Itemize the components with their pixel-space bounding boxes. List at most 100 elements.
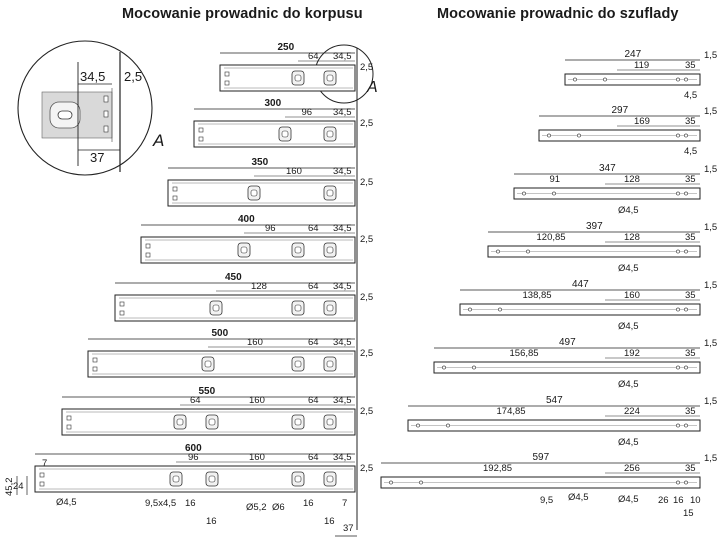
rail-hole xyxy=(684,307,688,312)
dim-spacing: 64 xyxy=(308,223,319,234)
detail-a: 34,5 2,5 37 A xyxy=(17,40,164,176)
dim-4-5: 4,5 xyxy=(684,90,697,101)
rail-total-label: 497 xyxy=(559,337,576,348)
dim-35: 35 xyxy=(685,348,696,359)
rail-length-label: 550 xyxy=(199,386,216,397)
rail-hole xyxy=(684,423,688,428)
dim-2-5: 2,5 xyxy=(360,348,373,359)
rail-hole xyxy=(676,307,680,312)
rail-hole xyxy=(676,365,680,370)
dim-slot: 9,5x4,5 xyxy=(145,498,176,509)
rail-body xyxy=(114,294,356,322)
rail-total-label: 247 xyxy=(625,49,642,60)
dim-16c: 16 xyxy=(303,498,314,509)
dim-d6: Ø6 xyxy=(272,502,285,513)
dim-35: 35 xyxy=(685,463,696,474)
rail-total-label: 347 xyxy=(599,163,616,174)
dim-hole-4-5: Ø4,5 xyxy=(618,263,639,274)
dim-spacing: 64 xyxy=(308,281,319,292)
dim-spacing: 64 xyxy=(308,395,319,406)
dim-1-5: 1,5 xyxy=(704,338,717,349)
detail-label-a: A xyxy=(152,131,164,150)
body-mount-rails: 25034,5642,530034,5962,535034,51602,5400… xyxy=(34,42,373,493)
rail-length-label: 300 xyxy=(265,98,282,109)
dim-spacing: 160 xyxy=(247,337,263,348)
rail-hole xyxy=(416,423,420,428)
dim-15: 15 xyxy=(683,508,694,519)
dim-1-5: 1,5 xyxy=(704,50,717,61)
dim-2-5: 2,5 xyxy=(360,463,373,474)
rail-hole xyxy=(684,77,688,82)
rail-hole xyxy=(676,423,680,428)
dim-9-5: 9,5 xyxy=(540,495,553,506)
dim-2-5: 2,5 xyxy=(360,62,373,73)
detail-dim-34-5: 34,5 xyxy=(80,69,105,84)
dim-d5-2: Ø5,2 xyxy=(246,502,267,513)
rail-hole xyxy=(468,307,472,312)
rail-hole xyxy=(498,307,502,312)
rail-length-label: 250 xyxy=(278,42,295,53)
dim-hole-4-5: Ø4,5 xyxy=(618,494,639,505)
rail-hole xyxy=(442,365,446,370)
dim-inner: 128 xyxy=(624,232,640,243)
dim-34-5: 34,5 xyxy=(333,395,352,406)
rail-hole xyxy=(496,249,500,254)
dim-inner: 192 xyxy=(624,348,640,359)
dim-hole-4-5: Ø4,5 xyxy=(618,379,639,390)
dim-10: 10 xyxy=(690,495,701,506)
dim-35: 35 xyxy=(685,290,696,301)
rail-hole xyxy=(472,365,476,370)
dim-34-5: 34,5 xyxy=(333,452,352,463)
dim-inner: 169 xyxy=(634,116,650,127)
rail-length-label: 350 xyxy=(252,157,269,168)
detail-dim-2-5: 2,5 xyxy=(124,69,142,84)
rail-total-label: 397 xyxy=(586,221,603,232)
dim-spacing: 160 xyxy=(286,166,302,177)
rail-hole xyxy=(676,133,680,138)
dim-16a: 16 xyxy=(185,498,196,509)
dim-37: 37 xyxy=(343,523,354,534)
rail-hole xyxy=(684,365,688,370)
dim-spacing: 160 xyxy=(249,395,265,406)
dim-hole-4-5-bottom: Ø4,5 xyxy=(568,492,589,503)
detail-dim-37: 37 xyxy=(90,150,104,165)
rail-total-label: 297 xyxy=(612,105,629,116)
dim-1-5: 1,5 xyxy=(704,164,717,175)
dim-spacing: 96 xyxy=(188,452,199,463)
dim-1-5: 1,5 xyxy=(704,106,717,117)
dim-16b: 16 xyxy=(206,516,217,527)
rail-length-label: 400 xyxy=(238,214,255,225)
dim-34-5: 34,5 xyxy=(333,166,352,177)
rail-total-label: 547 xyxy=(546,395,563,406)
dim-2-5: 2,5 xyxy=(360,234,373,245)
rail-length-label: 500 xyxy=(212,328,229,339)
dim-left: 192,85 xyxy=(483,463,512,474)
rail-hole xyxy=(684,249,688,254)
detail-marker-label: A xyxy=(366,79,378,96)
dim-spacing: 128 xyxy=(251,281,267,292)
dim-7: 7 xyxy=(42,458,47,469)
dim-35: 35 xyxy=(685,174,696,185)
rail-hole xyxy=(676,77,680,82)
dim-2-5: 2,5 xyxy=(360,406,373,417)
rail-hole xyxy=(676,249,680,254)
dim-left: 120,85 xyxy=(537,232,566,243)
dim-1-5: 1,5 xyxy=(704,280,717,291)
body-rail-550: 550 34,5 64 160 64 2,5 xyxy=(61,386,373,436)
rail-hole xyxy=(684,480,688,485)
dim-spacing: 64 xyxy=(190,395,201,406)
rail-hole xyxy=(389,480,393,485)
